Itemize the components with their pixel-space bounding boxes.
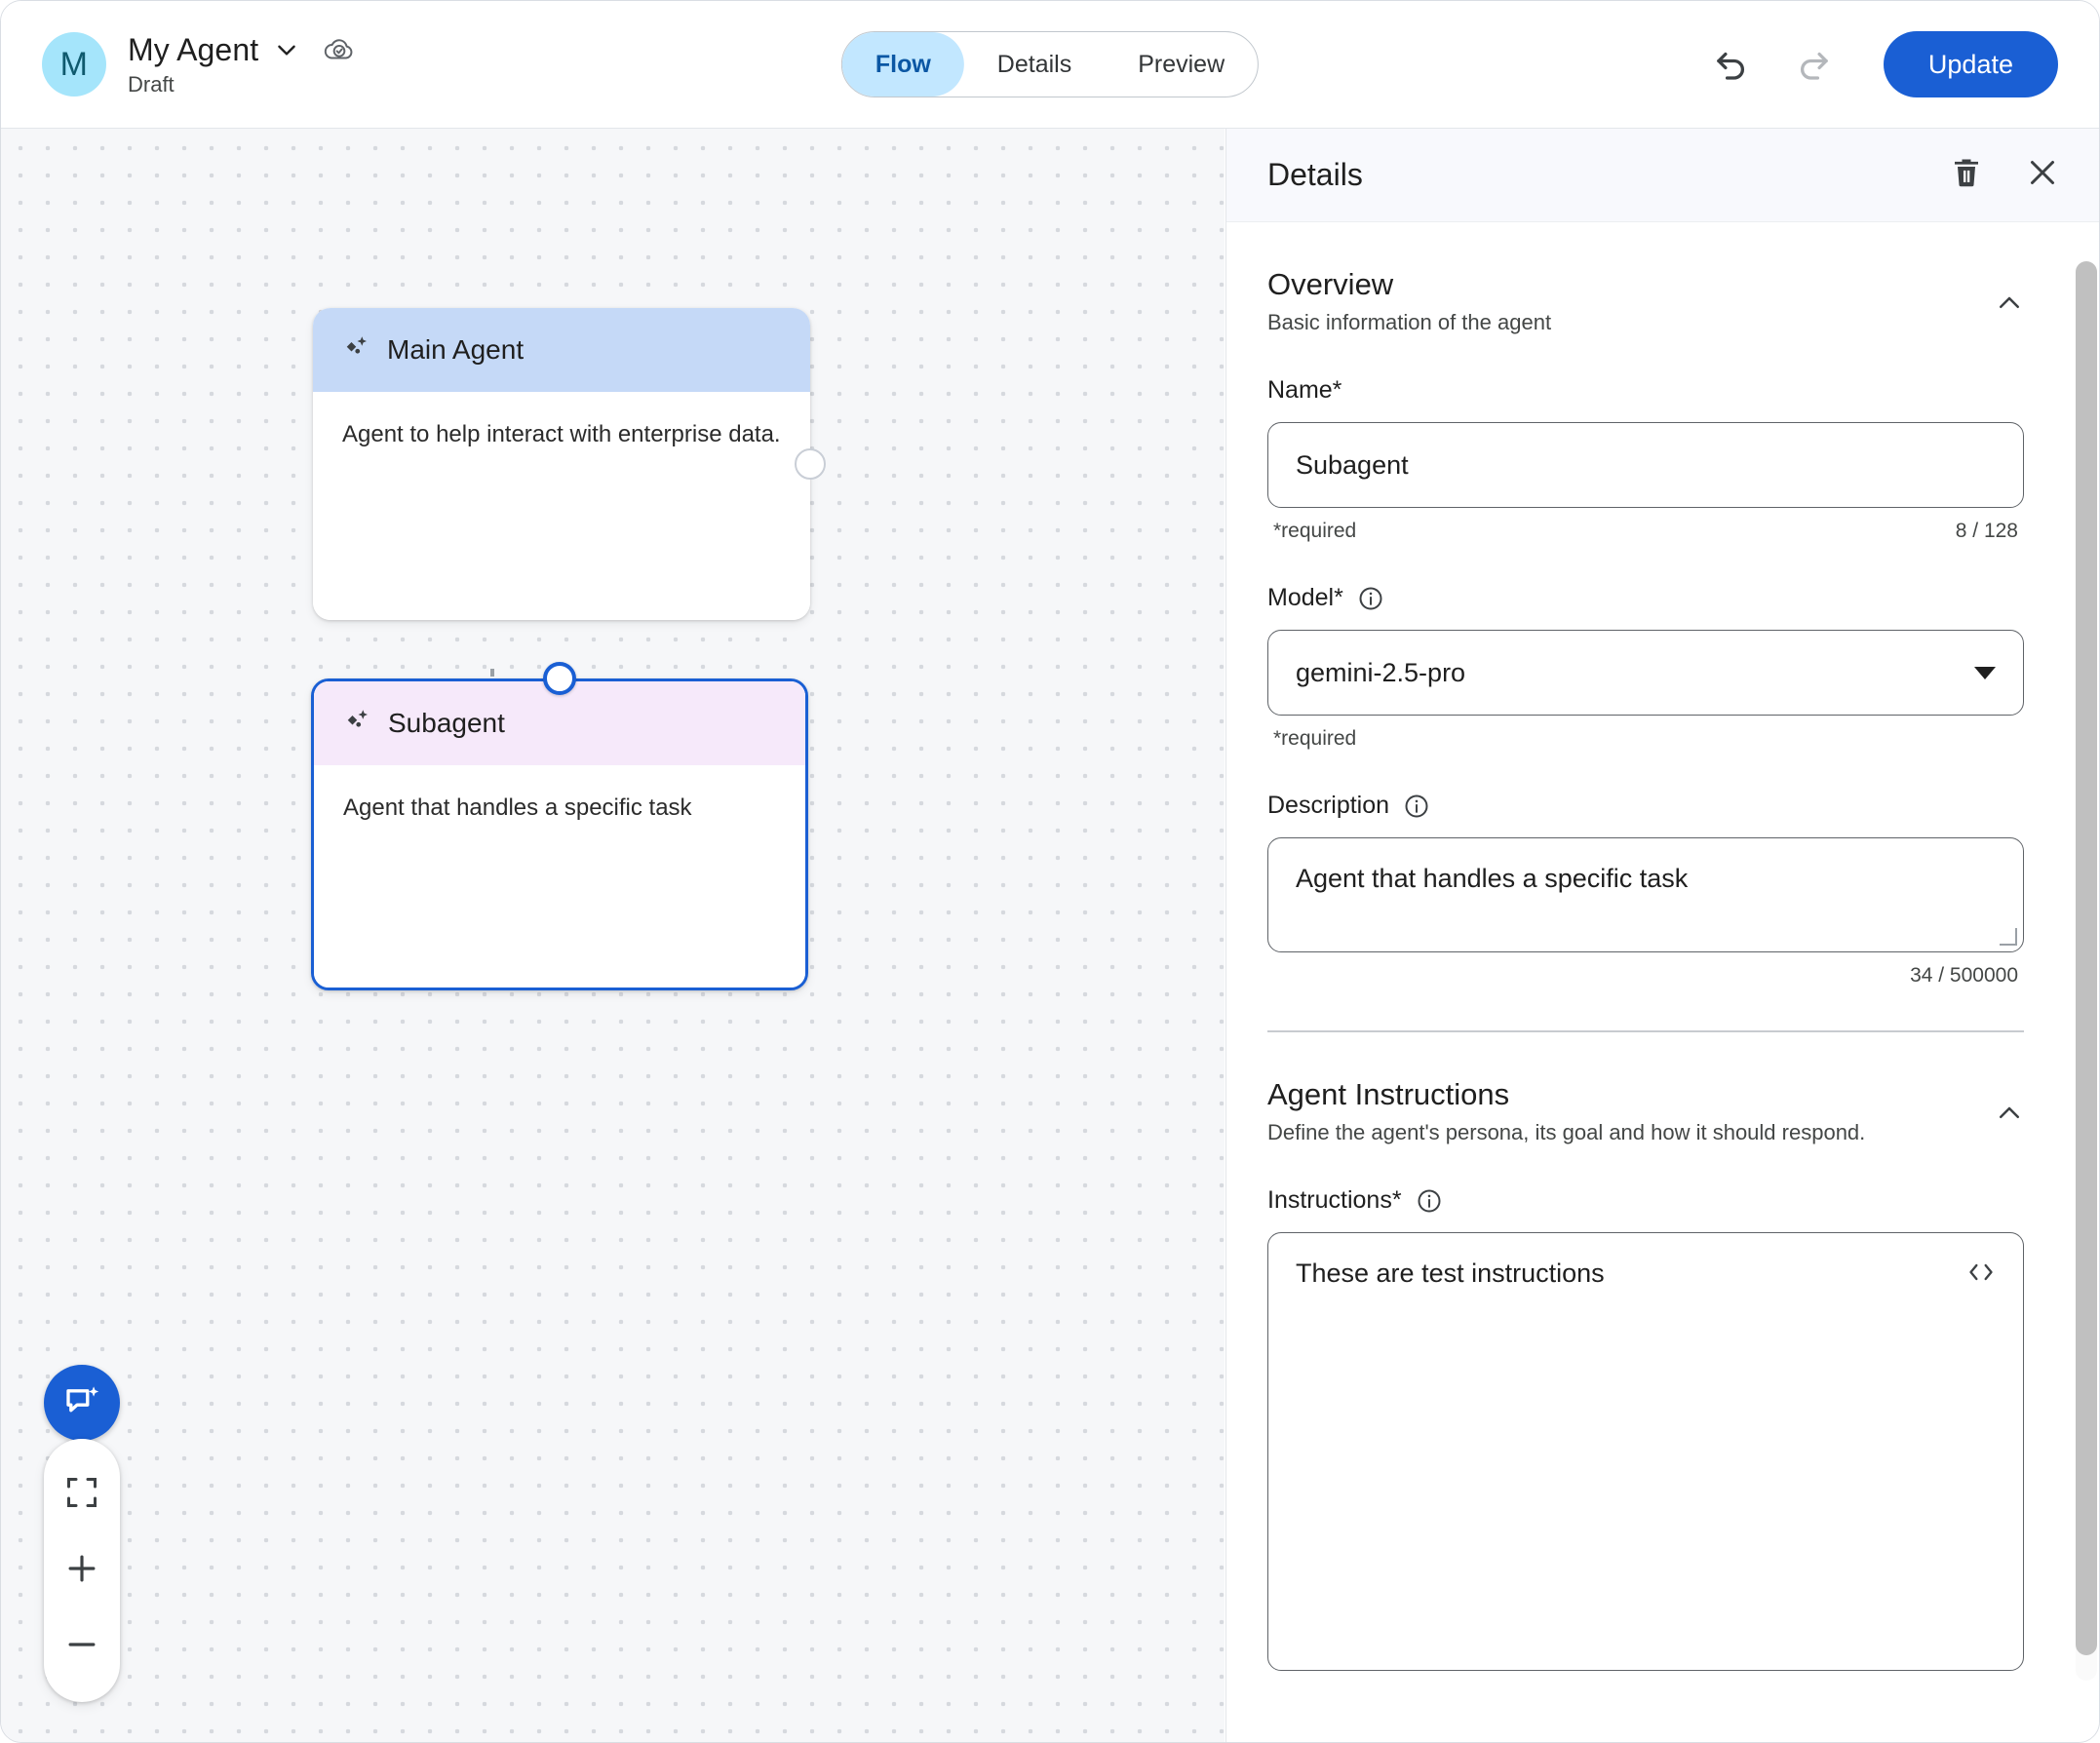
tab-preview[interactable]: Preview [1138,50,1225,78]
zoom-controls [44,1439,120,1702]
node-description: Agent to help interact with enterprise d… [342,421,781,447]
field-name: Name* Subagent *required 8 / 128 [1267,376,2024,543]
page-title: My Agent [128,31,259,67]
details-panel-header: Details [1226,129,2099,222]
info-icon[interactable] [1357,585,1384,612]
trash-icon[interactable] [1949,155,1984,195]
tab-flow[interactable]: Flow [841,32,964,97]
tab-details[interactable]: Details [996,50,1072,78]
view-tabs: Flow Details Preview [840,31,1260,97]
model-selected-value: gemini-2.5-pro [1296,657,1466,687]
field-label: Name* [1267,376,1342,404]
scrollbar-thumb[interactable] [2076,261,2097,1655]
model-required-hint: *required [1273,727,1357,750]
node-subagent[interactable]: Subagent Agent that handles a specific t… [311,662,808,990]
node-header: Subagent [314,681,805,765]
cloud-check-icon [315,33,356,66]
field-label-text: Instructions* [1267,1186,1402,1214]
field-label: Model* [1267,584,2024,612]
fit-to-screen-icon [64,1475,99,1515]
model-select[interactable]: gemini-2.5-pro [1267,630,2024,716]
zoom-out-button[interactable] [44,1608,120,1685]
instructions-value: These are test instructions [1296,1259,1605,1288]
agent-brand: M My Agent Draft [42,32,356,97]
node-header: Main Agent [313,308,810,392]
update-button[interactable]: Update [1883,31,2058,97]
chevron-down-icon[interactable] [274,37,299,62]
description-char-counter: 34 / 500000 [1910,964,2018,987]
section-title: Overview [1267,267,1394,301]
resize-handle[interactable] [2000,928,2017,946]
redo-button[interactable] [1790,41,1837,88]
description-value: Agent that handles a specific task [1296,864,1689,893]
info-icon[interactable] [1403,793,1430,820]
field-label-text: Description [1267,792,1390,819]
details-panel-title: Details [1267,157,1363,192]
field-label: Instructions* [1267,1186,2024,1215]
field-label: Description [1267,792,2024,820]
code-brackets-icon[interactable] [1964,1259,1998,1293]
field-label-text: Model* [1267,584,1343,611]
node-main-agent[interactable]: Main Agent Agent to help interact with e… [313,308,826,620]
name-required-hint: *required [1273,520,1357,542]
name-input[interactable]: Subagent [1267,422,2024,508]
name-char-counter: 8 / 128 [1955,520,2018,542]
field-model: Model* gemini-2.5-pro *required [1267,584,2024,751]
assistant-fab-button[interactable] [44,1365,120,1441]
node-input-handle[interactable] [543,662,576,695]
agent-status-label: Draft [128,71,175,97]
section-overview-header: Overview Basic information of the agent [1267,222,2024,335]
avatar: M [42,32,106,97]
node-description: Agent that handles a specific task [343,794,692,821]
triangle-down-icon [1974,666,1996,679]
plus-icon [63,1550,100,1592]
flow-canvas[interactable]: Main Agent Agent to help interact with e… [1,129,1225,1742]
field-instructions: Instructions* These are test instruction… [1267,1186,2024,1671]
description-textarea[interactable]: Agent that handles a specific task [1267,837,2024,952]
agent-title-block: My Agent Draft [128,32,356,97]
sparkle-icon [342,333,371,368]
instructions-textarea[interactable]: These are test instructions [1267,1232,2024,1671]
chevron-up-icon[interactable] [1995,1077,2024,1133]
details-panel-body: Overview Basic information of the agent … [1226,222,2063,1742]
zoom-in-button[interactable] [44,1532,120,1608]
fit-to-screen-button[interactable] [44,1456,120,1532]
chat-sparkle-icon [61,1381,102,1425]
section-agent-instructions-header: Agent Instructions Define the agent's pe… [1267,1032,2024,1145]
chevron-up-icon[interactable] [1995,267,2024,323]
node-title: Subagent [388,708,505,738]
undo-button[interactable] [1708,41,1755,88]
section-title: Agent Instructions [1267,1077,1510,1111]
info-icon[interactable] [1416,1187,1443,1215]
details-panel: Details [1225,129,2099,1742]
panel-scrollbar[interactable] [2076,261,2097,1681]
sparkle-icon [343,707,372,741]
node-output-handle[interactable] [795,448,826,480]
section-subtitle: Basic information of the agent [1267,310,1552,334]
section-divider [1267,1030,2024,1032]
top-bar: M My Agent Draft [1,1,2099,129]
minus-icon [63,1626,100,1668]
top-bar-actions: Update [1708,31,2058,97]
field-description: Description Agent that handles a specifi… [1267,792,2024,988]
section-subtitle: Define the agent's persona, its goal and… [1267,1120,1866,1144]
node-title: Main Agent [387,334,525,365]
close-icon[interactable] [2025,155,2060,195]
